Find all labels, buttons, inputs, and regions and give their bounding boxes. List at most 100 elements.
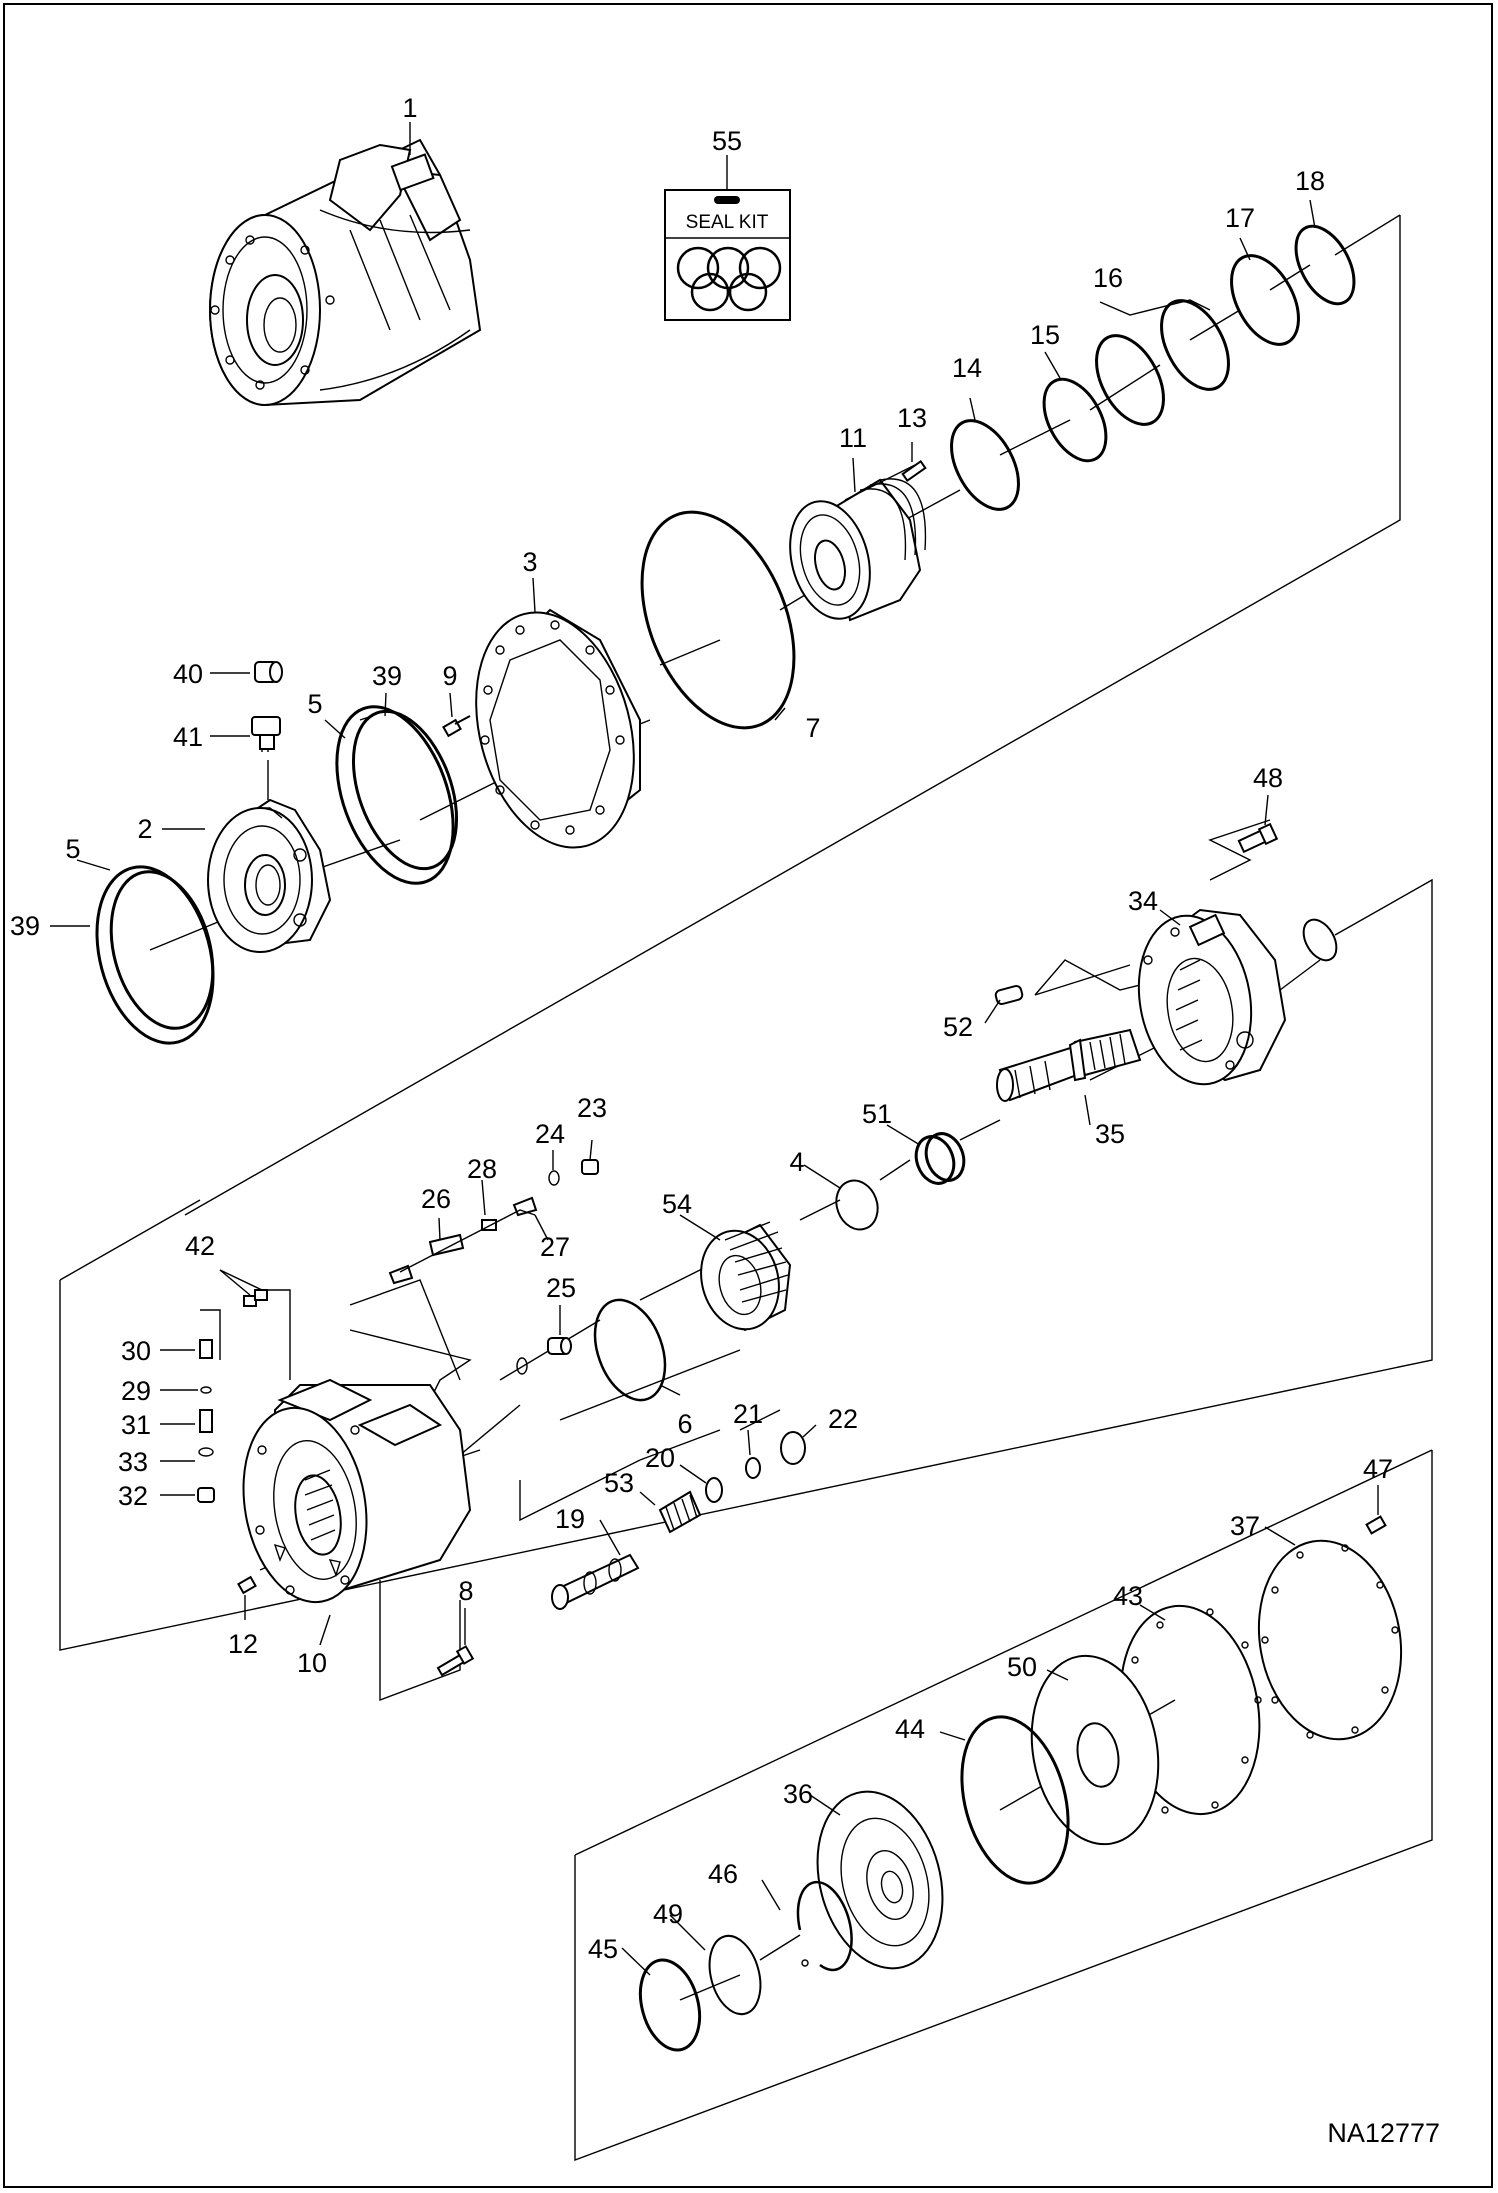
part-34-housing bbox=[1137, 908, 1287, 1086]
part-48-bolt bbox=[1237, 822, 1279, 854]
callout-40: 40 bbox=[173, 659, 203, 689]
part-22-oring bbox=[780, 1431, 806, 1465]
part-39-5-upper-ring bbox=[335, 705, 459, 885]
part-26-valve bbox=[428, 1233, 465, 1257]
callout-35: 35 bbox=[1095, 1119, 1125, 1149]
callout-4: 4 bbox=[789, 1147, 804, 1177]
part-35-shaft bbox=[996, 1028, 1142, 1102]
part-27-spring-a bbox=[512, 1196, 538, 1217]
callout-45: 45 bbox=[588, 1934, 618, 1964]
part-27-spring-b bbox=[388, 1264, 414, 1285]
part-47-screw bbox=[1365, 1515, 1387, 1535]
callout-41: 41 bbox=[173, 722, 203, 752]
callout-14: 14 bbox=[952, 353, 982, 383]
callout-17: 17 bbox=[1225, 203, 1255, 233]
part-28-nut bbox=[481, 1219, 497, 1231]
callout-13: 13 bbox=[897, 403, 927, 433]
stacked-parts-30-33 bbox=[197, 1339, 215, 1503]
callout-2: 2 bbox=[137, 814, 152, 844]
part-1-motor-assembly bbox=[209, 138, 482, 407]
callout-39-upper: 39 bbox=[372, 661, 402, 691]
part-36-piston bbox=[816, 1790, 944, 1970]
part-50-disc bbox=[1030, 1654, 1160, 1846]
callout-50: 50 bbox=[1007, 1652, 1037, 1682]
callout-8: 8 bbox=[458, 1576, 473, 1606]
part-33-seal bbox=[198, 1447, 214, 1457]
callout-12: 12 bbox=[228, 1629, 258, 1659]
part-40-plug bbox=[254, 661, 283, 683]
part-53-spring bbox=[658, 1490, 702, 1534]
part-41-elbow-fitting bbox=[251, 716, 281, 752]
part-51-bushing bbox=[914, 1132, 966, 1185]
part-3-cam-ring bbox=[475, 608, 641, 849]
drawing-border bbox=[3, 3, 1493, 2188]
callout-52: 52 bbox=[943, 1012, 973, 1042]
group-boundary-lines bbox=[59, 214, 1433, 2162]
callout-16: 16 bbox=[1093, 263, 1123, 293]
part-11-cylinder-block bbox=[789, 464, 927, 622]
part-31-spring bbox=[199, 1409, 213, 1433]
callout-43: 43 bbox=[1113, 1581, 1143, 1611]
part-34-oring bbox=[1302, 918, 1338, 962]
seal-kit-label: SEAL KIT bbox=[686, 212, 769, 233]
part-25-plug bbox=[516, 1337, 572, 1375]
part-2-end-cap bbox=[207, 798, 332, 953]
part-9-screw bbox=[442, 715, 471, 738]
callout-47: 47 bbox=[1363, 1454, 1393, 1484]
part-23-plug bbox=[581, 1159, 599, 1175]
callout-23: 23 bbox=[577, 1093, 607, 1123]
axis-lines bbox=[149, 264, 1371, 2001]
callout-37: 37 bbox=[1230, 1511, 1260, 1541]
callout-51: 51 bbox=[862, 1099, 892, 1129]
part-14-ring bbox=[950, 419, 1020, 511]
callout-1: 1 bbox=[402, 93, 417, 123]
callout-10: 10 bbox=[297, 1648, 327, 1678]
part-8-bolt bbox=[436, 1645, 475, 1677]
callout-7: 7 bbox=[805, 713, 820, 743]
part-24-seal bbox=[548, 1170, 560, 1186]
callout-53: 53 bbox=[604, 1468, 634, 1498]
drawing-number: NA12777 bbox=[1327, 2118, 1440, 2148]
callout-19: 19 bbox=[555, 1504, 585, 1534]
callout-22: 22 bbox=[828, 1404, 858, 1434]
part-4-oring bbox=[835, 1179, 879, 1231]
callout-5-upper: 5 bbox=[307, 689, 322, 719]
part-46-snap-ring bbox=[796, 1880, 853, 1972]
part-54-gear bbox=[700, 1221, 792, 1332]
callout-42: 42 bbox=[185, 1231, 215, 1261]
part-16-ring-a bbox=[1095, 334, 1165, 426]
callout-49: 49 bbox=[653, 1899, 683, 1929]
callout-21: 21 bbox=[733, 1399, 763, 1429]
part-17-ring bbox=[1230, 254, 1300, 346]
part-13-pin bbox=[901, 460, 927, 482]
callout-18: 18 bbox=[1295, 166, 1325, 196]
part-32-plug bbox=[197, 1487, 215, 1503]
part-20-washer bbox=[705, 1477, 723, 1503]
callout-5-lower: 5 bbox=[65, 834, 80, 864]
callout-labels: 1 55 18 17 16 15 14 13 11 3 7 9 39 40 41… bbox=[10, 93, 1393, 1964]
callout-11: 11 bbox=[839, 423, 867, 453]
callout-32: 32 bbox=[118, 1481, 148, 1511]
part-18-ring bbox=[1294, 224, 1356, 306]
part-16-ring-b bbox=[1160, 299, 1230, 391]
callout-34: 34 bbox=[1128, 886, 1158, 916]
callout-leaders bbox=[50, 122, 1379, 1976]
part-19-spool bbox=[551, 1553, 640, 1610]
callout-39-lower: 39 bbox=[10, 911, 40, 941]
callout-15: 15 bbox=[1030, 320, 1060, 350]
callout-55: 55 bbox=[712, 126, 742, 156]
callout-27: 27 bbox=[540, 1232, 570, 1262]
callout-20: 20 bbox=[645, 1443, 675, 1473]
callout-31: 31 bbox=[121, 1410, 151, 1440]
callout-54: 54 bbox=[662, 1189, 692, 1219]
part-52-dowel-pin bbox=[994, 984, 1024, 1006]
callout-6: 6 bbox=[677, 1409, 692, 1439]
callout-46: 46 bbox=[708, 1859, 738, 1889]
callout-30: 30 bbox=[121, 1336, 151, 1366]
callout-25: 25 bbox=[546, 1273, 576, 1303]
callout-28: 28 bbox=[467, 1154, 497, 1184]
upper-seal-rings bbox=[950, 224, 1356, 511]
callout-36: 36 bbox=[783, 1779, 813, 1809]
